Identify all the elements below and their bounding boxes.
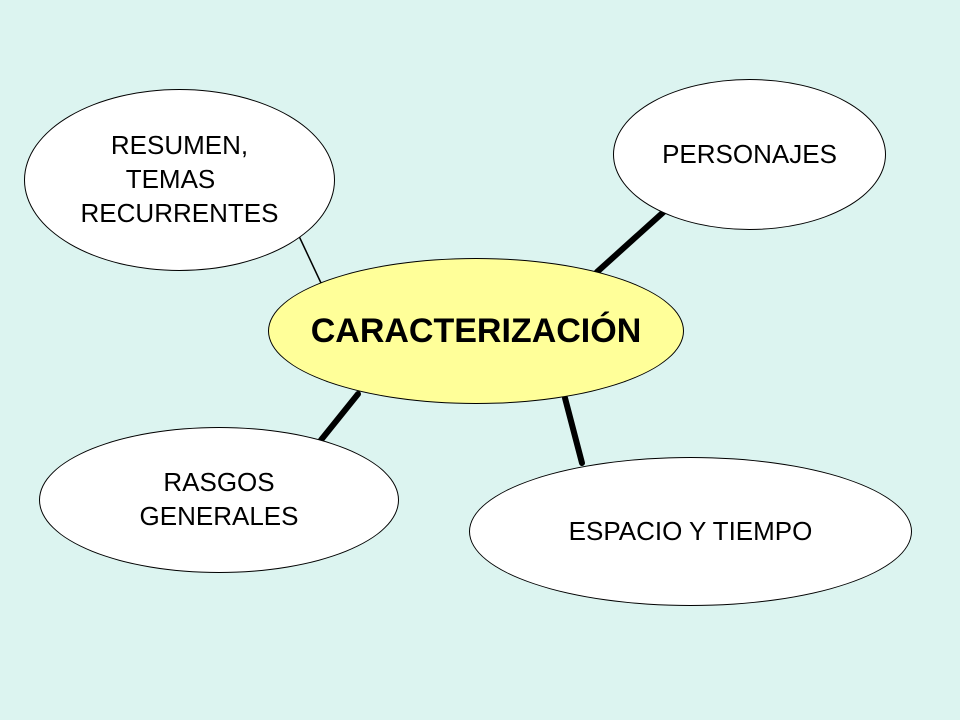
node-resumen-line-3: RECURRENTES — [80, 197, 279, 228]
node-rasgos-line-2: GENERALES — [139, 501, 299, 531]
node-personajes: PERSONAJES — [613, 79, 886, 230]
node-resumen-line-1: RESUMEN, — [110, 130, 249, 161]
node-personajes-label: PERSONAJES — [662, 138, 837, 169]
connector-personajes — [594, 205, 671, 275]
node-rasgos-line-1: RASGOS — [163, 467, 275, 498]
node-espacio-label: ESPACIO Y TIEMPO — [568, 515, 813, 546]
connector-rasgos — [318, 391, 361, 443]
node-resumen: RESUMEN, TEMAS RECURRENTES — [24, 89, 335, 271]
center-node-label: CARACTERIZACIÓN — [310, 311, 642, 350]
node-espacio: ESPACIO Y TIEMPO — [469, 457, 912, 606]
center-node: CARACTERIZACIÓN — [268, 258, 684, 404]
node-resumen-line-2: TEMAS — [125, 164, 216, 195]
connector-resumen — [297, 233, 322, 284]
connector-espacio — [562, 395, 585, 466]
node-rasgos: RASGOS GENERALES — [39, 427, 399, 573]
